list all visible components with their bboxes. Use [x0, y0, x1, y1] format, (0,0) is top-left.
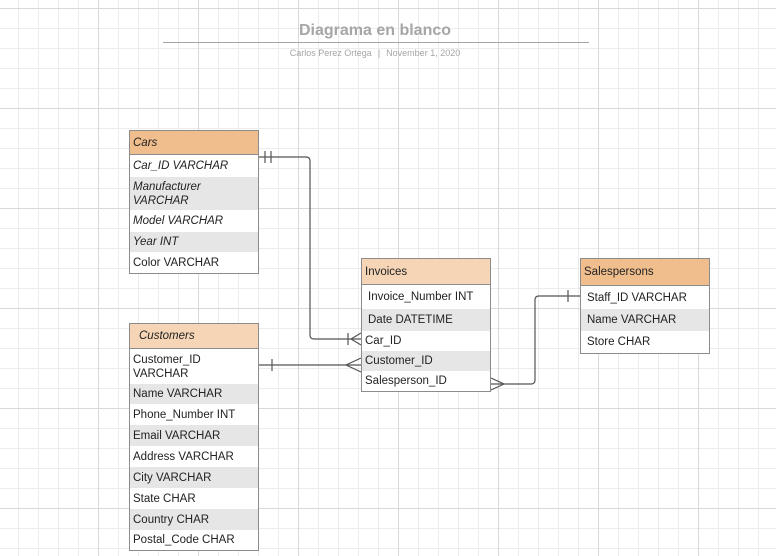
field-row[interactable]: Customer_ID [362, 351, 490, 371]
field-row[interactable]: Name VARCHAR [581, 309, 709, 331]
field-row[interactable]: State CHAR [133, 492, 196, 505]
field-row[interactable]: Date DATETIME [362, 309, 490, 331]
entity-header[interactable]: Cars [130, 131, 258, 155]
entity-header[interactable]: Salespersons [581, 259, 709, 286]
field-row[interactable]: Car_ID VARCHAR [133, 160, 229, 172]
entity-cars[interactable]: Cars Car_ID VARCHAR Manufacturer VARCHAR… [129, 130, 259, 274]
field-row[interactable]: Staff_ID VARCHAR [587, 291, 687, 304]
field-row[interactable]: Invoice_Number INT [368, 291, 474, 303]
field-row[interactable]: Phone_Number INT [133, 408, 236, 421]
field-row[interactable]: Customer_ID VARCHAR [133, 353, 201, 380]
author-name: Carlos Perez Ortega [289, 48, 372, 58]
field-row[interactable]: Manufacturer VARCHAR [130, 177, 258, 210]
field-row[interactable]: Address VARCHAR [133, 450, 234, 463]
field-row[interactable]: Salesperson_ID [365, 375, 447, 387]
title-divider [163, 42, 589, 43]
field-row[interactable]: Model VARCHAR [133, 215, 224, 227]
invoices-car-crowfoot [349, 332, 362, 346]
field-row[interactable]: Country CHAR [130, 509, 258, 530]
diagram-date: November 1, 2020 [386, 48, 461, 58]
diagram-title: Diagrama en blanco [298, 22, 452, 39]
field-row[interactable]: Postal_Code CHAR [133, 534, 235, 546]
field-row[interactable]: Store CHAR [587, 336, 651, 348]
entity-header[interactable]: Customers [130, 324, 258, 349]
cars-invoices-connector [258, 156, 361, 340]
field-row[interactable]: Color VARCHAR [133, 256, 220, 269]
entity-salespersons[interactable]: Salespersons Staff_ID VARCHAR Name VARCH… [580, 258, 710, 354]
diagram-subtitle: Carlos Perez Ortega | November 1, 2020 [0, 48, 750, 58]
entity-header[interactable]: Invoices [362, 259, 490, 285]
field-row[interactable]: Email VARCHAR [130, 425, 258, 446]
field-row[interactable]: City VARCHAR [130, 467, 258, 488]
invoices-customer-crowfoot [344, 357, 362, 373]
salespersons-invoices-connector [491, 295, 581, 385]
entity-invoices[interactable]: Invoices Invoice_Number INT Date DATETIM… [361, 258, 491, 392]
field-row[interactable]: Name VARCHAR [130, 384, 258, 404]
subtitle-separator: | [377, 48, 381, 58]
field-row[interactable]: Car_ID [365, 335, 402, 347]
invoices-salesperson-crowfoot [490, 377, 506, 391]
entity-customers[interactable]: Customers Customer_ID VARCHAR Name VARCH… [129, 323, 259, 551]
field-row[interactable]: Year INT [130, 232, 258, 252]
